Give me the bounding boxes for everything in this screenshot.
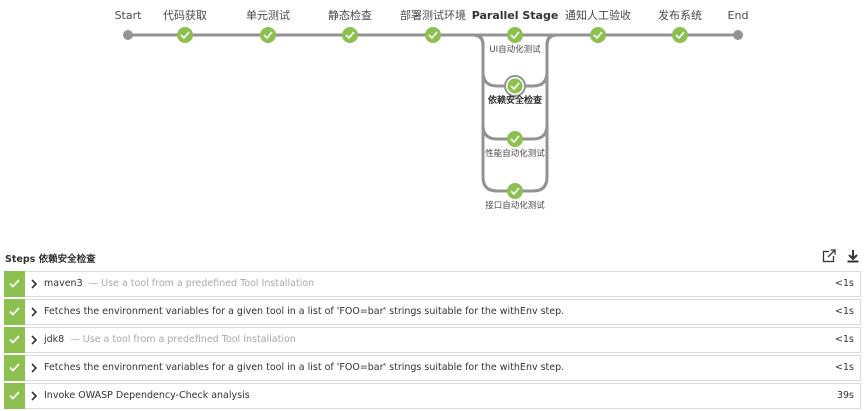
- stage-label[interactable]: 代码获取: [163, 9, 207, 22]
- check-icon: [510, 187, 520, 196]
- download-icon[interactable]: [846, 248, 860, 263]
- step-row[interactable]: jdk8 — Use a tool from a predefined Tool…: [4, 327, 861, 353]
- step-text: Fetches the environment variables for a …: [44, 306, 564, 317]
- steps-header: Steps 依赖安全检查: [4, 248, 861, 266]
- chevron-right-icon[interactable]: [30, 391, 38, 401]
- check-icon: [510, 31, 520, 40]
- pipeline-endpoint-node: [123, 30, 133, 40]
- check-icon: [675, 31, 685, 40]
- check-icon: [180, 31, 190, 40]
- pipeline-graph-svg: [123, 27, 743, 199]
- steps-title: Steps 依赖安全检查: [5, 254, 96, 265]
- check-icon: [510, 135, 520, 144]
- stage-label[interactable]: 部署测试环境: [400, 9, 466, 22]
- parallel-branch-connector: [472, 33, 558, 193]
- parallel-branch-node[interactable]: [507, 78, 523, 94]
- stage-label[interactable]: 发布系统: [658, 9, 702, 22]
- open-in-new-window-icon[interactable]: [822, 248, 836, 263]
- step-success-status: [4, 299, 25, 325]
- parallel-branch-label[interactable]: 依赖安全检查: [487, 96, 543, 106]
- check-icon: [9, 279, 20, 288]
- stage-label[interactable]: 通知人工验收: [565, 9, 631, 22]
- step-duration: <1s: [835, 334, 854, 345]
- step-name: Fetches the environment variables for a …: [44, 362, 565, 373]
- step-success-status: [4, 327, 25, 353]
- chevron-right-icon[interactable]: [30, 307, 38, 317]
- step-name: Fetches the environment variables for a …: [44, 306, 565, 317]
- step-success-status: [4, 383, 25, 409]
- step-duration: <1s: [835, 362, 854, 373]
- step-name: maven3: [44, 278, 83, 289]
- check-icon: [9, 363, 20, 372]
- chevron-right-icon[interactable]: [30, 363, 38, 373]
- check-icon: [263, 31, 273, 40]
- pipeline-graph: Start 代码获取 单元测试 静态检查 部署测试环境 Parallel Stage 通知人…: [114, 9, 749, 212]
- stage-label[interactable]: End: [727, 9, 749, 22]
- step-duration: <1s: [835, 306, 854, 317]
- step-name: jdk8: [44, 334, 65, 345]
- step-text: Invoke OWASP Dependency-Check analysis: [44, 390, 250, 401]
- chevron-right-icon[interactable]: [30, 335, 38, 345]
- step-description: — Use a tool from a predefined Tool Inst…: [88, 278, 315, 289]
- stage-node[interactable]: [425, 27, 441, 43]
- check-icon: [9, 307, 20, 316]
- step-row[interactable]: Fetches the environment variables for a …: [4, 299, 861, 325]
- parallel-branch-label[interactable]: 性能自动化测试: [485, 149, 545, 159]
- stage-label[interactable]: Parallel Stage: [471, 9, 559, 22]
- stage-label[interactable]: 单元测试: [246, 9, 290, 22]
- pipeline-endpoint-node: [733, 30, 743, 40]
- step-success-status: [4, 355, 25, 381]
- step-name: Invoke OWASP Dependency-Check analysis: [44, 390, 250, 401]
- check-icon: [9, 391, 20, 400]
- step-success-status: [4, 271, 25, 297]
- step-row[interactable]: maven3 — Use a tool from a predefined To…: [4, 271, 861, 297]
- check-icon: [9, 335, 20, 344]
- stage-node[interactable]: [672, 27, 688, 43]
- check-icon: [345, 31, 355, 40]
- step-text: Fetches the environment variables for a …: [44, 362, 564, 373]
- step-duration: <1s: [835, 278, 854, 289]
- stage-label[interactable]: Start: [114, 9, 142, 22]
- step-text: maven3 — Use a tool from a predefined To…: [44, 278, 314, 289]
- chevron-right-icon[interactable]: [30, 279, 38, 289]
- parallel-branch-node[interactable]: [507, 131, 523, 147]
- check-icon: [593, 31, 603, 40]
- step-row[interactable]: Invoke OWASP Dependency-Check analysis 3…: [4, 383, 861, 409]
- stage-label[interactable]: 静态检查: [328, 9, 372, 22]
- parallel-branch-label[interactable]: UI自动化测试: [489, 45, 541, 55]
- stage-node[interactable]: [260, 27, 276, 43]
- stage-node[interactable]: [590, 27, 606, 43]
- step-text: jdk8 — Use a tool from a predefined Tool…: [44, 334, 296, 345]
- parallel-branch-node[interactable]: [507, 27, 523, 43]
- step-duration: 39s: [836, 390, 854, 401]
- step-row[interactable]: Fetches the environment variables for a …: [4, 355, 861, 381]
- steps-list: maven3 — Use a tool from a predefined To…: [4, 271, 861, 411]
- step-description: — Use a tool from a predefined Tool Inst…: [70, 334, 296, 345]
- check-icon: [510, 82, 520, 91]
- stage-node[interactable]: [342, 27, 358, 43]
- check-icon: [428, 31, 438, 40]
- parallel-branch-node[interactable]: [507, 183, 523, 199]
- parallel-branch-label[interactable]: 接口自动化测试: [485, 201, 545, 211]
- stage-node[interactable]: [177, 27, 193, 43]
